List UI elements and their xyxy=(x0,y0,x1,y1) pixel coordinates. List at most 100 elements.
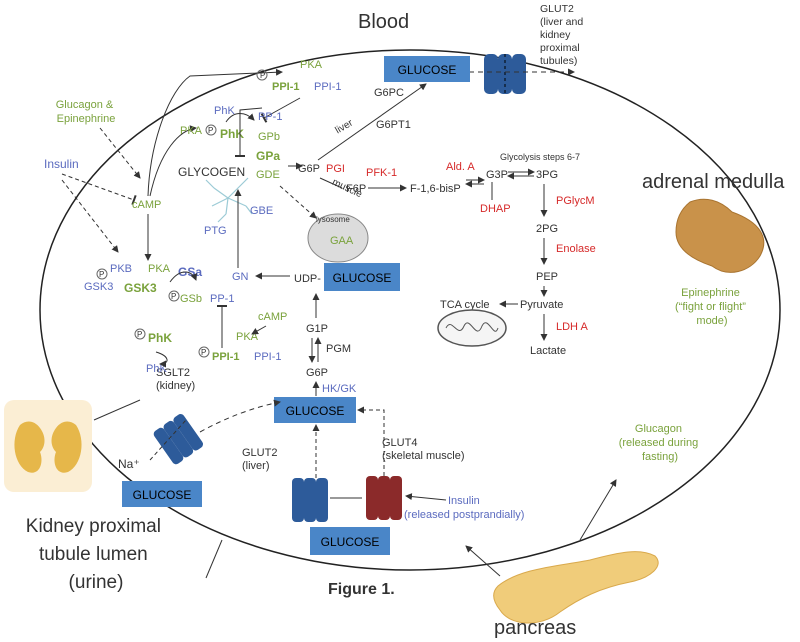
glucose-box-center: GLUCOSE xyxy=(274,397,356,423)
dhap-label: DHAP xyxy=(480,203,511,215)
pancreas-illustration xyxy=(493,551,659,624)
glucagon-epinephrine-label: Glucagon & Epinephrine xyxy=(56,99,117,125)
svg-text:GLUCOSE: GLUCOSE xyxy=(398,63,457,77)
insulin-label: Insulin xyxy=(44,157,79,171)
gde: GDE xyxy=(256,169,280,181)
pgm-enzyme: PGM xyxy=(326,343,351,355)
pfk1-enzyme: PFK-1 xyxy=(366,167,397,179)
phk-active-lower: PhK xyxy=(148,331,172,345)
phk-lower: PhK xyxy=(146,363,167,375)
gsk3-inactive: GSK3 xyxy=(84,281,113,293)
phospho-circle xyxy=(198,346,210,358)
epinephrine-label: Epinephrine (“fight or flight” mode) xyxy=(675,287,749,327)
glut2-liver-label: GLUT2 (liver) xyxy=(242,447,281,472)
glucagon-release-label: Glucagon (released during fasting) xyxy=(619,423,702,463)
figure-caption: Figure 1. xyxy=(328,581,395,598)
pyruvate-label: Pyruvate xyxy=(520,299,563,311)
phospho-circle xyxy=(134,328,146,340)
ppi1-top: PPI-1 xyxy=(314,81,342,93)
phospho-marker: P xyxy=(171,292,176,301)
lysosome-label: lysosome xyxy=(316,215,350,224)
2pg-label: 2PG xyxy=(536,223,558,235)
g3p-label: G3P xyxy=(486,169,508,181)
svg-text:GLUCOSE: GLUCOSE xyxy=(286,404,345,418)
udp-label: UDP- xyxy=(294,273,321,285)
gn-label: GN xyxy=(232,271,249,283)
insulin-pkb-arrow xyxy=(61,179,119,253)
pancreas-glucagon-arrow xyxy=(579,479,617,541)
pka-lower: PKA xyxy=(236,331,259,343)
glut4-influx-arrow xyxy=(357,406,385,476)
liver-label: liver xyxy=(334,117,356,136)
pka-left: PKA xyxy=(148,263,171,275)
phospho-marker: P xyxy=(99,270,104,279)
phospho-circle xyxy=(256,69,268,81)
glucose-box-kidney: GLUCOSE xyxy=(122,481,202,507)
g6p-muscle-line xyxy=(319,177,343,189)
insulin-camp-inhibit xyxy=(61,173,137,206)
g6p-main: G6P xyxy=(298,163,320,175)
glycogen-to-lysosome-arrow xyxy=(279,185,317,219)
phospho-circle xyxy=(205,124,217,136)
glut2-top-label: GLUT2 (liver and kidney proximal tubules… xyxy=(540,3,586,67)
f6p-label: F6P xyxy=(346,183,366,195)
alda-enzyme: Ald. A xyxy=(446,161,475,173)
pglycm-enzyme: PGlycM xyxy=(556,195,595,207)
tca-label: TCA cycle xyxy=(440,299,490,311)
sglt2-glucose-arrow xyxy=(199,399,281,433)
gpb: GPb xyxy=(258,131,280,143)
glucose-box-udp: GLUCOSE xyxy=(324,263,400,291)
g6pc-label: G6PC xyxy=(374,87,404,99)
insulin-release-label: Insulin (released postprandially) xyxy=(404,495,524,521)
glycolysis-steps-label: Glycolysis steps 6-7 xyxy=(500,152,580,162)
camp-to-pka-top-arrow xyxy=(147,68,283,197)
g6p-lower: G6P xyxy=(306,367,328,379)
camp-lower: cAMP xyxy=(258,311,287,323)
adrenal-gland-illustration xyxy=(675,198,765,273)
pancreas-insulin-arrow xyxy=(465,545,501,577)
kidney-right-icon xyxy=(51,421,82,473)
phospho-circle xyxy=(96,268,108,280)
insulin-to-glut4-arrow xyxy=(405,493,447,501)
3pg-label: 3PG xyxy=(536,169,558,181)
gsb: GSb xyxy=(180,293,202,305)
ldha-enzyme: LDH A xyxy=(556,321,588,333)
svg-text:GLUCOSE: GLUCOSE xyxy=(333,271,392,285)
svg-text:GLUCOSE: GLUCOSE xyxy=(321,535,380,549)
camp-to-pka-mid-arrow xyxy=(149,125,197,197)
pka-top: PKA xyxy=(300,59,323,71)
pka-mid: PKA xyxy=(180,125,203,137)
kidney-pointer-line xyxy=(205,539,223,579)
camp-to-pka-lower-arrow xyxy=(251,325,267,335)
gaa-enzyme: GAA xyxy=(330,235,354,247)
camp-top: cAMP xyxy=(132,199,161,211)
sglt2-label: SGLT2 (kidney) xyxy=(156,367,195,392)
blood-label: Blood xyxy=(358,11,409,33)
gbe-enzyme: GBE xyxy=(250,205,273,217)
lactate-label: Lactate xyxy=(530,345,566,357)
sglt2-transporter xyxy=(153,414,204,465)
phospho-marker: P xyxy=(201,348,206,357)
ppi1-active-lower: PPI-1 xyxy=(212,351,240,363)
ppi1-inhibit-arrow xyxy=(260,97,301,123)
glucose-box-top: GLUCOSE xyxy=(384,56,470,82)
gsk3-active: GSK3 xyxy=(124,281,157,295)
svg-text:GLUCOSE: GLUCOSE xyxy=(133,488,192,502)
phospho-marker: P xyxy=(260,71,265,80)
g6pt1-label: G6PT1 xyxy=(376,119,411,131)
pp1-mid: PP-1 xyxy=(210,293,234,305)
g6p-to-glucose-arrow xyxy=(317,83,427,161)
glut2-top-transporter xyxy=(484,54,526,94)
glut4-label: GLUT4 (skeletal muscle) xyxy=(382,437,465,462)
enolase-enzyme: Enolase xyxy=(556,243,596,255)
f16bisp-label: F-1,6-bisP xyxy=(410,183,461,195)
kidney-lumen-label: Kidney proximal tubule lumen (urine) xyxy=(26,516,166,593)
kidney-membrane-line xyxy=(93,399,141,421)
pep-label: PEP xyxy=(536,271,558,283)
gpa: GPa xyxy=(256,149,280,163)
glycogen-granule-icon xyxy=(205,177,253,223)
phospho-marker: P xyxy=(208,126,213,135)
ptg-label: PTG xyxy=(204,225,227,237)
